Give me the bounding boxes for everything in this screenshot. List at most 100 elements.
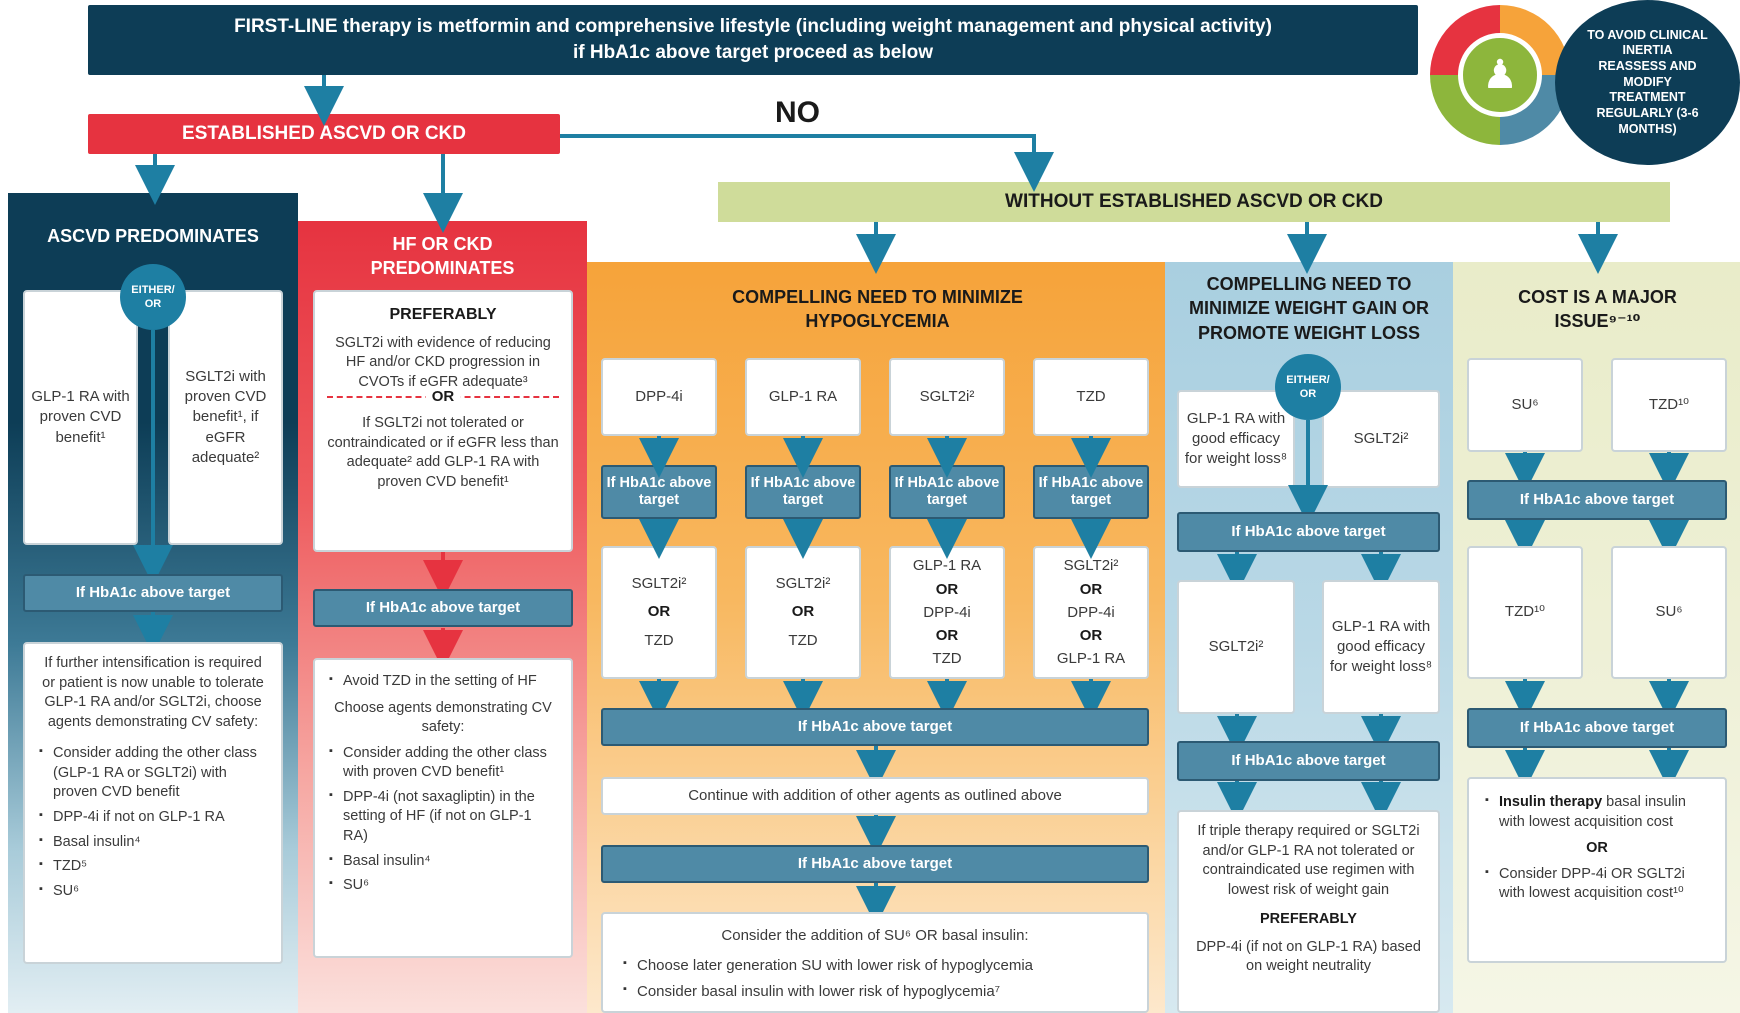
hypo-hba1c-wide: If HbA1c above target bbox=[601, 708, 1149, 746]
drug-label: DPP-4i bbox=[1067, 603, 1115, 621]
ascvd-bullets: Consider adding the other class (GLP-1 R… bbox=[39, 744, 267, 906]
hypo-hba1c-wide: If HbA1c above target bbox=[601, 845, 1149, 883]
hypo-hba1c-small: If HbA1c above target bbox=[745, 465, 861, 519]
weight-triple-box: If triple therapy required or SGLT2i and… bbox=[1177, 810, 1440, 1013]
cost-bullet: Consider DPP-4i OR SGLT2i with lowest ac… bbox=[1485, 865, 1709, 904]
weight-sglt2-box: SGLT2i² bbox=[1322, 390, 1440, 488]
drug-label: TZD bbox=[788, 631, 818, 649]
hf-cv-safety-text: Choose agents demonstrating CV safety: bbox=[334, 699, 552, 736]
hba1c-text: If HbA1c above target bbox=[1519, 491, 1675, 508]
hf-bullets: Consider adding the other class with pro… bbox=[329, 744, 557, 901]
hf-or-divider: OR bbox=[327, 387, 559, 408]
hf-avoid-box: Avoid TZD in the setting of HF Choose ag… bbox=[313, 658, 573, 958]
ascvd-bullet: Consider adding the other class (GLP-1 R… bbox=[39, 744, 267, 803]
weight-title: COMPELLING NEED TO MINIMIZE WEIGHT GAIN … bbox=[1189, 274, 1429, 343]
ascvd-glp1-box: GLP-1 RA with proven CVD benefit¹ bbox=[23, 290, 138, 545]
cost-second-right: SU⁶ bbox=[1611, 546, 1727, 679]
drug-label: SGLT2i² bbox=[1063, 557, 1119, 575]
hba1c-text: If HbA1c above target bbox=[797, 718, 953, 735]
continue-text: Continue with addition of other agents a… bbox=[688, 786, 1062, 804]
hypo-second-box: SGLT2i² OR TZD bbox=[601, 546, 717, 679]
cost-su-box: SU⁶ bbox=[1467, 358, 1583, 452]
hypo-title: COMPELLING NEED TO MINIMIZE HYPOGLYCEMIA bbox=[732, 287, 1023, 332]
weight-glp1-box: GLP-1 RA with good efficacy for weight l… bbox=[1177, 390, 1295, 488]
ascvd-bullet: SU⁶ bbox=[39, 882, 267, 902]
hypo-bullets: Choose later generation SU with lower ri… bbox=[623, 956, 1127, 1007]
drug-label: TZD bbox=[932, 650, 962, 668]
hypo-drug-box: TZD bbox=[1033, 358, 1149, 436]
first-line-text: FIRST-LINE therapy is metformin and comp… bbox=[234, 16, 1272, 38]
or-label: OR bbox=[935, 580, 959, 598]
weight-hba1c-bar: If HbA1c above target bbox=[1177, 741, 1440, 781]
weight-second-right: GLP-1 RA with good efficacy for weight l… bbox=[1322, 580, 1440, 714]
drug-label: TZD bbox=[1076, 387, 1106, 405]
hba1c-text: If HbA1c above target bbox=[1231, 752, 1386, 769]
no-label: NO bbox=[775, 96, 820, 129]
weight-pref-text: DPP-4i (if not on GLP-1 RA) based on wei… bbox=[1196, 938, 1421, 975]
drug-label: SGLT2i² bbox=[775, 574, 831, 592]
drug-label: GLP-1 RA bbox=[912, 557, 982, 575]
hba1c-text: If HbA1c above target bbox=[75, 584, 231, 601]
hba1c-text: If HbA1c above target bbox=[797, 855, 953, 872]
or-label: OR bbox=[647, 603, 671, 621]
hypo-consider-box: Consider the addition of SU⁶ OR basal in… bbox=[601, 912, 1149, 1013]
drug-label: DPP-4i bbox=[635, 387, 683, 405]
hypo-continue-box: Continue with addition of other agents a… bbox=[601, 777, 1149, 815]
drug-label: SU⁶ bbox=[1655, 603, 1683, 621]
cost-bullet: Insulin therapy basal insulin with lowes… bbox=[1485, 793, 1709, 832]
hf-alt-text: If SGLT2i not tolerated or contraindicat… bbox=[327, 415, 559, 490]
hypo-drug-box: DPP-4i bbox=[601, 358, 717, 436]
hypo-hba1c-small: If HbA1c above target bbox=[1033, 465, 1149, 519]
hba1c-text: If HbA1c above target bbox=[750, 474, 856, 508]
weight-either-or-badge: EITHER/ OR bbox=[1275, 354, 1341, 420]
established-text: ESTABLISHED ASCVD OR CKD bbox=[182, 123, 466, 144]
ascvd-intensify-text: If further intensification is required o… bbox=[42, 655, 264, 730]
weight-glp1-text: GLP-1 RA with good efficacy for weight l… bbox=[1184, 409, 1288, 468]
cycle-graphic: ♟ bbox=[1430, 5, 1570, 145]
ascvd-intensify-box: If further intensification is required o… bbox=[23, 642, 283, 964]
drug-label: TZD bbox=[644, 631, 674, 649]
hf-bullet: Avoid TZD in the setting of HF bbox=[329, 672, 537, 692]
inertia-text: TO AVOID CLINICAL INERTIA REASSESS AND M… bbox=[1587, 27, 1708, 136]
weight-second-left: SGLT2i² bbox=[1177, 580, 1295, 714]
without-ascvd-band: WITHOUT ESTABLISHED ASCVD OR CKD bbox=[718, 182, 1670, 222]
first-line-banner: FIRST-LINE therapy is metformin and comp… bbox=[88, 5, 1418, 75]
weight-sglt2-text: SGLT2i² bbox=[1353, 429, 1409, 447]
person-icon: ♟ bbox=[1458, 33, 1542, 117]
ascvd-hba1c-bar: If HbA1c above target bbox=[23, 574, 283, 612]
cost-hba1c-bar: If HbA1c above target bbox=[1467, 708, 1727, 748]
hf-bullet: DPP-4i (not saxagliptin) in the setting … bbox=[329, 788, 557, 847]
or-label: OR bbox=[791, 603, 815, 621]
drug-label: SGLT2i² bbox=[919, 387, 975, 405]
ascvd-bullet: TZD⁵ bbox=[39, 857, 267, 877]
cost-bullets: Consider DPP-4i OR SGLT2i with lowest ac… bbox=[1485, 865, 1709, 909]
drug-label: SGLT2i² bbox=[631, 574, 687, 592]
or-label: OR bbox=[1079, 627, 1103, 645]
cost-tzd-box: TZD¹⁰ bbox=[1611, 358, 1727, 452]
drug-label: GLP-1 RA bbox=[768, 387, 838, 405]
cost-or-label: OR bbox=[1586, 840, 1608, 857]
either-or-text: EITHER/ OR bbox=[1286, 373, 1330, 400]
hba1c-text: If HbA1c above target bbox=[894, 474, 1000, 508]
drug-label: TZD¹⁰ bbox=[1504, 603, 1546, 621]
hf-or-text: OR bbox=[425, 387, 461, 408]
hf-preferably-box: PREFERABLY SGLT2i with evidence of reduc… bbox=[313, 290, 573, 552]
hypo-drug-box: GLP-1 RA bbox=[745, 358, 861, 436]
hf-bullets-top: Avoid TZD in the setting of HF bbox=[329, 672, 537, 697]
drug-label: TZD¹⁰ bbox=[1648, 395, 1690, 413]
inertia-badge: TO AVOID CLINICAL INERTIA REASSESS AND M… bbox=[1555, 0, 1740, 165]
hf-bullet: Basal insulin⁴ bbox=[329, 852, 557, 872]
consider-text: Consider the addition of SU⁶ OR basal in… bbox=[721, 927, 1029, 944]
insulin-text: basal insulin with lowest acquisition co… bbox=[1499, 794, 1686, 830]
ascvd-sglt2-text: SGLT2i with proven CVD benefit¹, if eGFR… bbox=[184, 367, 267, 466]
or-label: OR bbox=[935, 627, 959, 645]
hf-bullet: SU⁶ bbox=[329, 876, 557, 896]
weight-triple-text: If triple therapy required or SGLT2i and… bbox=[1197, 823, 1420, 898]
hypo-second-box: GLP-1 RA OR DPP-4i OR TZD bbox=[889, 546, 1005, 679]
drug-label: DPP-4i bbox=[923, 603, 971, 621]
ascvd-arrows bbox=[133, 330, 173, 655]
hf-preferably-label: PREFERABLY bbox=[389, 306, 497, 323]
